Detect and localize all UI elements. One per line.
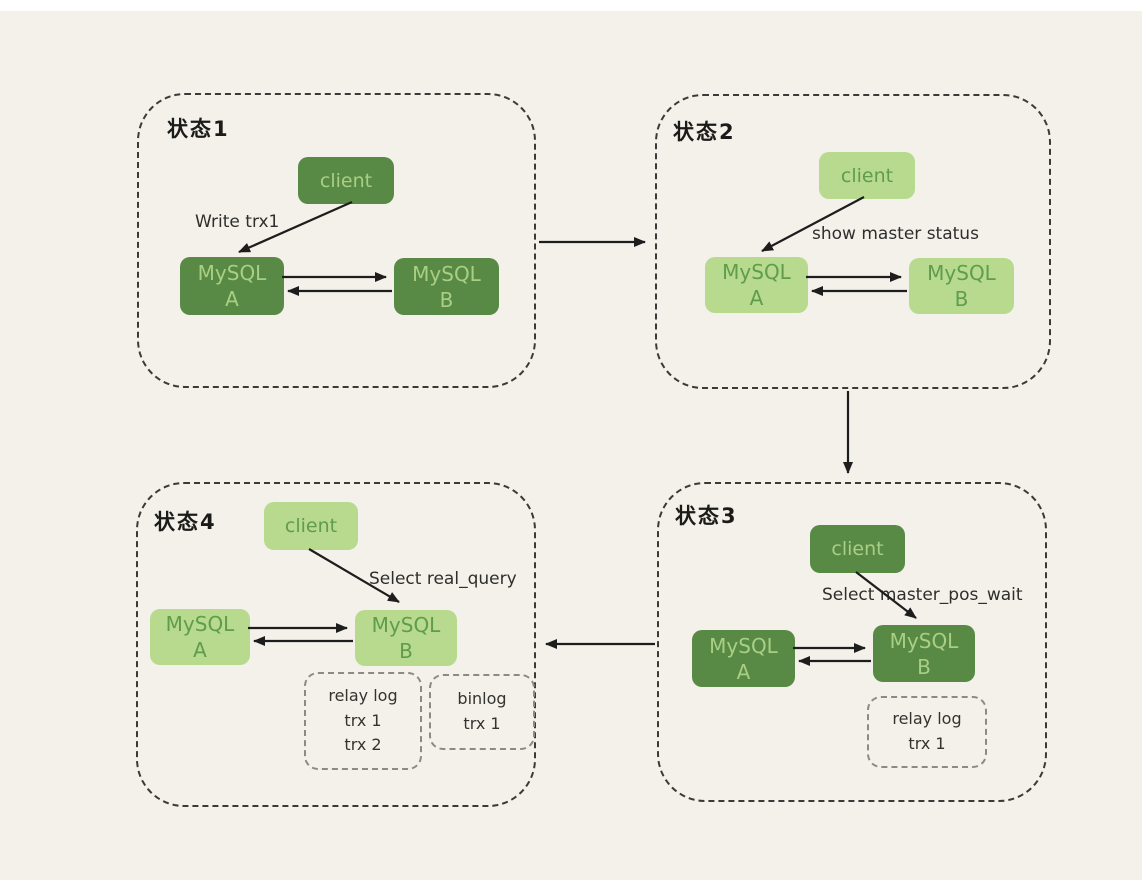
client-label: client	[840, 164, 894, 187]
mysql-id: A	[225, 287, 239, 311]
client-label: client	[284, 515, 338, 537]
panel-title-state-3: 状态3	[675, 504, 738, 528]
action-label-state-4: Select real_query	[369, 569, 517, 589]
client-label: client	[319, 169, 373, 192]
action-label-state-1: Write trx1	[195, 212, 280, 232]
mysql-name: MySQL	[722, 260, 791, 284]
mysql-name: MySQL	[197, 261, 267, 285]
panel-state-2: 状态2 client show master status MySQL A My…	[655, 94, 1051, 389]
mysql-name: MySQL	[889, 628, 959, 653]
mysql-a-node-state-4: MySQL A	[150, 609, 250, 665]
mysql-name: MySQL	[412, 261, 481, 286]
mysql-name: MySQL	[927, 261, 996, 285]
panel-state-4: 状态4 client Select real_query MySQL A MyS…	[136, 482, 536, 807]
panel-state-3: 状态3 client Select master_pos_wait MySQL …	[657, 482, 1047, 802]
log-line: trx 1	[463, 714, 501, 733]
binlog-box-state-4: binlog trx 1	[429, 674, 535, 750]
mysql-b-node-state-2: MySQL B	[909, 258, 1014, 314]
client-node-state-2: client	[819, 152, 915, 199]
relay-log-box-state-3: relay log trx 1	[867, 696, 987, 768]
mysql-name: MySQL	[709, 633, 778, 658]
client-node-state-4: client	[264, 502, 358, 550]
log-line: trx 2	[344, 735, 382, 755]
mysql-b-node-state-1: MySQL B	[394, 258, 499, 315]
mysql-id: B	[954, 287, 969, 311]
log-line: relay log	[892, 709, 962, 729]
panel-title-state-4: 状态4	[154, 510, 217, 534]
mysql-b-node-state-3: MySQL B	[873, 625, 975, 682]
panel-state-1: 状态1 client Write trx1 MySQL A MySQL B	[137, 93, 536, 388]
client-node-state-3: client	[810, 525, 905, 573]
action-label-state-2: show master status	[812, 224, 979, 244]
mysql-a-node-state-3: MySQL A	[692, 630, 795, 687]
panel-title-state-2: 状态2	[673, 120, 736, 144]
mysql-name: MySQL	[165, 612, 235, 636]
action-label-state-3: Select master_pos_wait	[822, 585, 1023, 605]
client-node-state-1: client	[298, 157, 394, 204]
mysql-id: B	[917, 654, 931, 679]
log-line: relay log	[328, 685, 398, 705]
mysql-id: A	[193, 638, 207, 662]
mysql-name: MySQL	[371, 613, 441, 637]
mysql-a-node-state-2: MySQL A	[705, 257, 808, 313]
mysql-id: B	[439, 287, 454, 312]
mysql-b-node-state-4: MySQL B	[355, 610, 457, 666]
top-strip	[0, 0, 1142, 11]
mysql-id: A	[736, 659, 751, 684]
mysql-id: A	[749, 286, 764, 310]
mysql-id: B	[399, 639, 413, 663]
relay-log-box-state-4: relay log trx 1 trx 2	[304, 672, 422, 770]
log-line: trx 1	[908, 734, 946, 753]
panel-title-state-1: 状态1	[167, 117, 230, 141]
log-line: binlog	[457, 689, 507, 709]
client-label: client	[831, 538, 884, 560]
log-line: trx 1	[344, 710, 382, 730]
mysql-a-node-state-1: MySQL A	[180, 257, 284, 315]
